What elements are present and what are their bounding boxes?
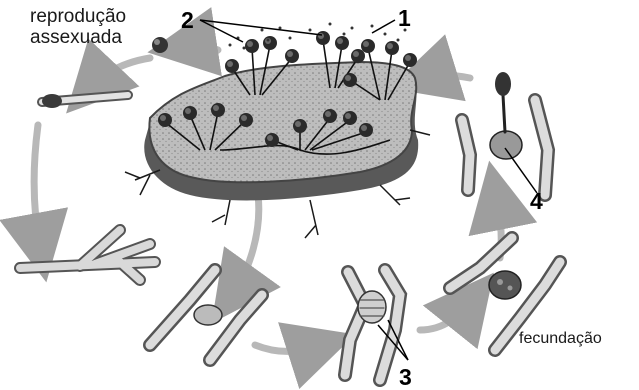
marker-3: 3 <box>399 364 412 390</box>
arrow-bread-to-gametangia <box>232 195 259 295</box>
arrow-spore-to-germination <box>90 58 150 88</box>
asexual-label-line2: assexuada <box>30 27 126 48</box>
arrow-germination-to-mycelium <box>34 125 40 248</box>
asexual-reproduction-label: reprodução assexuada <box>30 6 126 48</box>
leader-line-1 <box>372 20 395 33</box>
gametangia-pair <box>150 270 262 360</box>
leader-line-4 <box>505 148 537 193</box>
germinating-spore <box>42 94 128 108</box>
marker-1: 1 <box>398 5 411 32</box>
fertilization-label: fecundação <box>519 330 602 348</box>
arrow-gametangia-to-zygote <box>255 345 322 351</box>
asexual-label-line1: reprodução <box>30 6 126 27</box>
zygospore-germination <box>462 72 548 195</box>
marker-4: 4 <box>530 188 543 215</box>
arrow-germ-to-bread <box>422 75 470 78</box>
zygote-formation <box>345 270 400 380</box>
arrow-zygote-to-fusion <box>420 300 472 330</box>
arrow-bread-to-spore <box>182 46 218 50</box>
bread-slice <box>144 62 418 200</box>
marker-2: 2 <box>181 7 194 34</box>
leader-line-2b <box>200 20 322 35</box>
free-spore <box>152 37 168 53</box>
